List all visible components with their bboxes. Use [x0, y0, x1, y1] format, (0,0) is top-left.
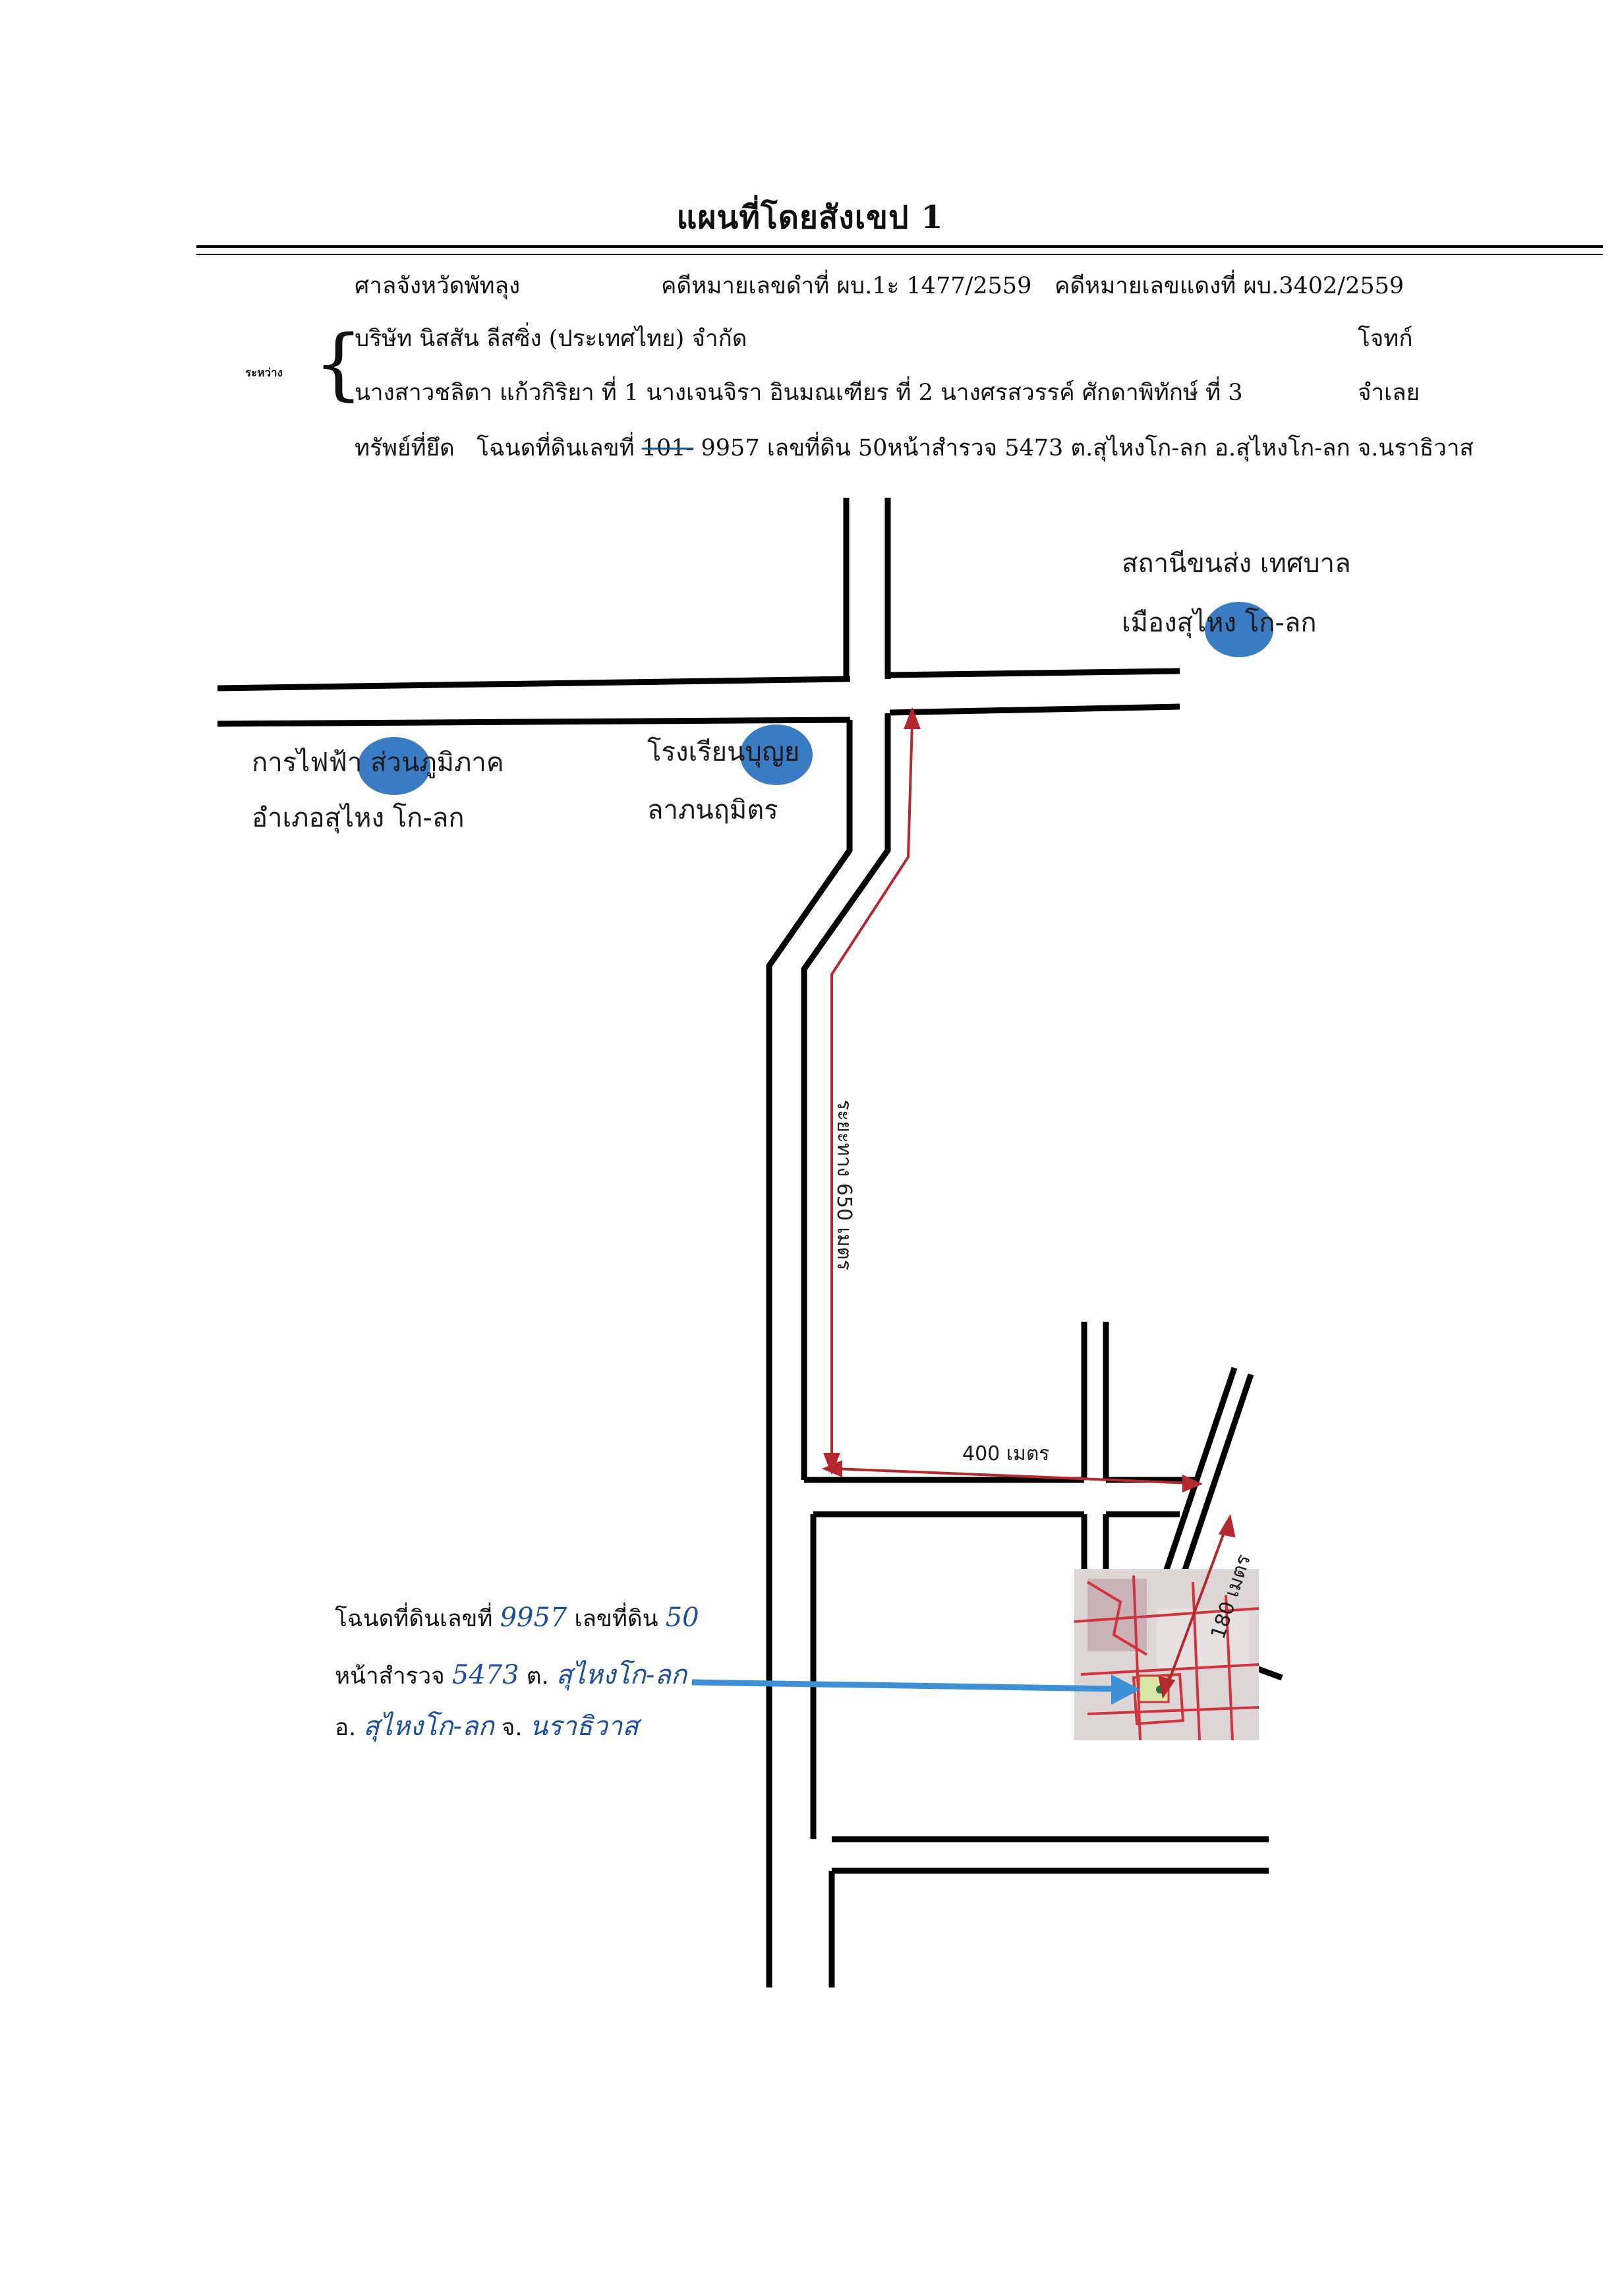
school-marker-icon: [740, 724, 813, 785]
red-case-number: คดีหมายเลขแดงที่ ผบ.3402/2559: [1055, 273, 1404, 299]
route-lines: [821, 707, 1236, 1699]
parcel-land-number: 50: [665, 1603, 699, 1633]
parcel-note-line3: อ. สุไหงโก-ลก จ. นราธิวาส: [335, 1705, 639, 1747]
vertical-distance-label: ระยะทาง 650 เมตร: [832, 1100, 855, 1271]
parcel-deed-number: 9957: [500, 1603, 567, 1633]
parcel-note-line1: โฉนดที่ดินเลขที่ 9957 เลขที่ดิน 50: [335, 1601, 699, 1637]
parcel-amphoe-prefix: อ.: [335, 1715, 357, 1741]
school-label-line2: ลาภนฤมิตร: [647, 795, 778, 825]
parcel-note-line2: หน้าสำรวจ 5473 ต. สุไหงโก-ลก: [335, 1653, 687, 1695]
fire-station-label-line1: สถานีขนส่ง เทศบาล: [1122, 548, 1351, 579]
route-arrowhead-left: [823, 1453, 840, 1475]
school-label-line1: โรงเรียนบุญย: [647, 737, 800, 767]
property-struck: 101-: [641, 435, 694, 461]
black-case-number: คดีหมายเลขดำที่ ผบ.1ะ 1477/2559: [661, 273, 1032, 299]
parcel-survey-prefix: หน้าสำรวจ: [335, 1663, 445, 1690]
parcel-pointer-arrow: [691, 1674, 1140, 1705]
parcel-tambon: สุไหงโก-ลก: [556, 1660, 687, 1690]
parcel-land-prefix: เลขที่ดิน: [574, 1606, 658, 1632]
defendant-names: นางสาวชลิตา แก้วกิริยา ที่ 1 นางเจนจิรา …: [355, 380, 1243, 406]
parcel-tambon-prefix: ต.: [526, 1663, 549, 1690]
map-title: แผนที่โดยสังเขป 1: [676, 199, 944, 236]
diagonal-arrowhead-top: [1218, 1514, 1236, 1538]
property-line: ทรัพย์ที่ยึด โฉนดที่ดินเลขที่ 101- 9957 …: [355, 430, 1474, 466]
property-details: 9957 เลขที่ดิน 50หน้าสำรวจ 5473 ต.สุไหงโ…: [701, 435, 1474, 461]
pea-office-marker-icon: [358, 737, 430, 795]
pea-office-label-line1: การไฟฟ้า ส่วนภูมิภาค: [252, 748, 504, 778]
parcel-inset: [1074, 1569, 1259, 1741]
fire-station-marker-icon: [1205, 602, 1273, 657]
parcel-amphoe: สุไหงโก-ลก: [363, 1711, 494, 1742]
property-prefix: โฉนดที่ดินเลขที่: [477, 435, 635, 461]
fire-station-label-line2: เมืองสุไหง โก-ลก: [1122, 608, 1317, 638]
defendant-role: จำเลย: [1358, 380, 1420, 406]
parcel-province: นราธิวาส: [529, 1711, 639, 1742]
parcel-province-prefix: จ.: [501, 1715, 523, 1741]
parcel-deed-prefix: โฉนดที่ดินเลขที่: [335, 1606, 493, 1632]
road-network: [217, 498, 1283, 1987]
parcel-survey-page: 5473: [451, 1660, 519, 1690]
party-brace: {: [314, 318, 364, 409]
plaintiff-role: โจทก์: [1358, 326, 1413, 352]
pea-office-label-line2: อำเภอสุไหง โก-ลก: [252, 803, 465, 833]
distance-arrowhead-left: [821, 1460, 842, 1477]
between-label: ระหว่าง: [245, 367, 283, 380]
property-label: ทรัพย์ที่ยึด: [355, 435, 455, 461]
distance-arrowhead-right: [1182, 1474, 1203, 1492]
plaintiff-name: บริษัท นิสสัน ลีสซิ่ง (ประเทศไทย) จำกัด: [355, 326, 747, 352]
court-name: ศาลจังหวัดพัทลุง: [355, 273, 521, 299]
route-arrowhead-top: [904, 707, 921, 729]
horizontal-distance-label: 400 เมตร: [962, 1442, 1050, 1465]
diagonal-arrowhead-bottom: [1158, 1676, 1176, 1699]
